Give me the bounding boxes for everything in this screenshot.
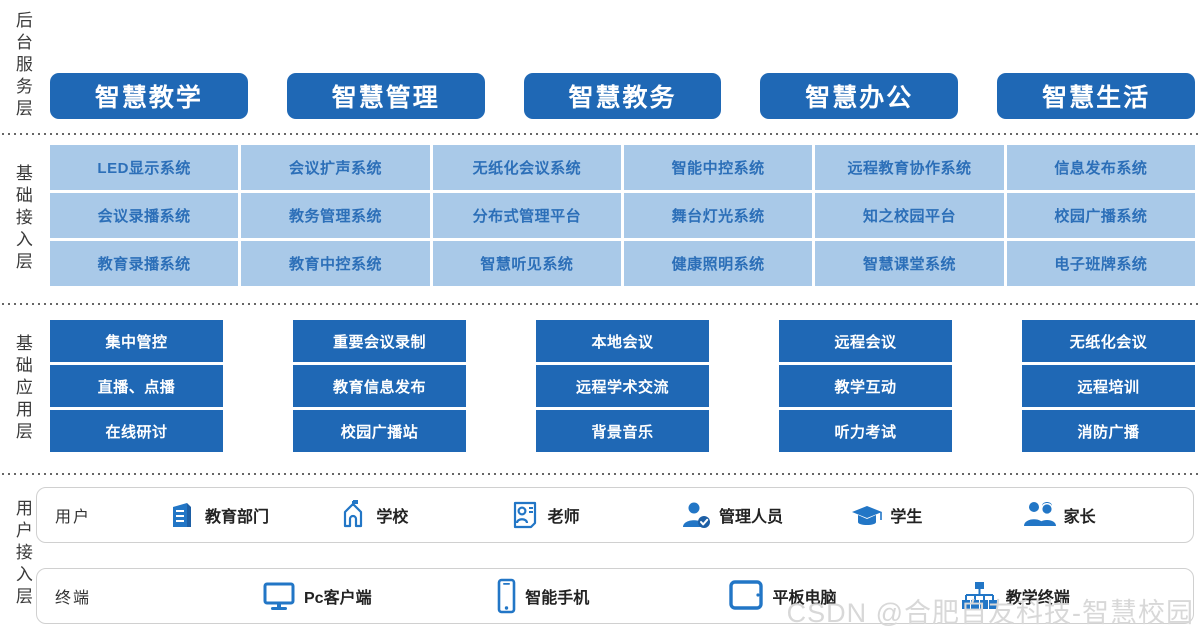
application-cell[interactable]: 校园广播站 <box>293 410 466 452</box>
user-item-label: 管理人员 <box>718 509 783 526</box>
access-cell[interactable]: 智能中控系统 <box>623 145 813 190</box>
layer-label-backend-service: 后台服务层 <box>0 0 44 132</box>
monitor-icon <box>260 579 298 613</box>
service-button-smart-life[interactable]: 智慧生活 <box>997 73 1195 119</box>
top-service-buttons: 智慧教学 智慧管理 智慧教务 智慧办公 智慧生活 <box>50 73 1195 119</box>
application-cell[interactable]: 重要会议录制 <box>293 320 466 362</box>
terminal-bar-items: Pc客户端 智能手机 <box>165 569 1193 623</box>
terminal-bar-title: 终端 <box>55 590 92 607</box>
graduation-cap-icon <box>850 498 884 532</box>
application-cell[interactable]: 远程会议 <box>779 320 952 362</box>
user-item-label: 学校 <box>376 509 409 526</box>
admin-check-icon <box>679 498 713 532</box>
terminal-item-label: Pc客户端 <box>304 590 372 607</box>
terminal-item-label: 教学终端 <box>1005 590 1070 607</box>
access-cell[interactable]: 舞台灯光系统 <box>623 193 813 238</box>
user-item-label: 家长 <box>1063 509 1096 526</box>
network-terminal-icon <box>960 579 1000 613</box>
basic-access-grid: LED显示系统 会议扩声系统 无纸化会议系统 智能中控系统 远程教育协作系统 信… <box>50 145 1195 286</box>
access-cell[interactable]: 电子班牌系统 <box>1006 241 1195 286</box>
layer-label-basic-access: 基础接入层 <box>0 136 44 302</box>
access-cell[interactable]: 无纸化会议系统 <box>432 145 621 190</box>
user-item-label: 教育部门 <box>205 509 270 526</box>
access-cell[interactable]: 教育录播系统 <box>50 241 239 286</box>
parents-icon <box>1022 498 1058 532</box>
terminal-access-bar: 终端 Pc客户端 <box>36 568 1194 624</box>
layer-label-text: 基础接入层 <box>12 164 32 274</box>
access-cell[interactable]: 知之校园平台 <box>815 193 1004 238</box>
access-cell[interactable]: 教务管理系统 <box>241 193 430 238</box>
user-item-administrator[interactable]: 管理人员 <box>679 488 850 542</box>
application-cell[interactable]: 在线研讨 <box>50 410 223 452</box>
access-cell[interactable]: 会议录播系统 <box>50 193 239 238</box>
service-button-smart-management[interactable]: 智慧管理 <box>286 73 485 119</box>
user-item-student[interactable]: 学生 <box>850 488 1021 542</box>
application-cell[interactable]: 本地会议 <box>536 320 709 362</box>
terminal-item-label: 智能手机 <box>525 590 590 607</box>
access-cell[interactable]: 会议扩声系统 <box>241 145 430 190</box>
layer-label-text: 后台服务层 <box>12 11 32 121</box>
basic-application-grid: 集中管控 重要会议录制 本地会议 远程会议 无纸化会议 直播、点播 教育信息发布… <box>50 320 1195 452</box>
application-cell[interactable]: 直播、点播 <box>50 365 223 407</box>
application-cell[interactable]: 教学互动 <box>779 365 952 407</box>
divider-backend-access <box>0 133 1200 135</box>
application-cell[interactable]: 背景音乐 <box>536 410 709 452</box>
terminal-item-label: 平板电脑 <box>772 590 837 607</box>
terminal-item-tablet[interactable]: 平板电脑 <box>727 569 960 623</box>
access-cell[interactable]: 分布式管理平台 <box>432 193 621 238</box>
access-cell[interactable]: 智慧课堂系统 <box>815 241 1004 286</box>
access-cell[interactable]: 信息发布系统 <box>1006 145 1195 190</box>
terminal-item-pc-client[interactable]: Pc客户端 <box>260 569 493 623</box>
divider-access-application <box>0 303 1200 305</box>
school-icon <box>336 498 370 532</box>
terminal-item-teaching-terminal[interactable]: 教学终端 <box>960 569 1193 623</box>
application-cell[interactable]: 听力考试 <box>779 410 952 452</box>
access-cell[interactable]: LED显示系统 <box>50 145 239 190</box>
tablet-icon <box>727 579 767 613</box>
building-icon <box>165 498 199 532</box>
access-cell[interactable]: 智慧听见系统 <box>432 241 621 286</box>
user-item-label: 学生 <box>890 509 923 526</box>
service-button-smart-academic[interactable]: 智慧教务 <box>523 73 722 119</box>
user-item-label: 老师 <box>547 509 580 526</box>
access-cell[interactable]: 健康照明系统 <box>623 241 813 286</box>
access-cell[interactable]: 校园广播系统 <box>1006 193 1195 238</box>
layer-label-text: 基础应用层 <box>12 334 32 444</box>
user-access-bar: 用户 教育部门 <box>36 487 1194 543</box>
application-cell[interactable]: 无纸化会议 <box>1022 320 1195 362</box>
application-cell[interactable]: 消防广播 <box>1022 410 1195 452</box>
smartphone-icon <box>493 578 519 614</box>
user-item-education-dept[interactable]: 教育部门 <box>165 488 336 542</box>
access-cell[interactable]: 教育中控系统 <box>241 241 430 286</box>
user-item-teacher[interactable]: 老师 <box>508 488 679 542</box>
application-cell[interactable]: 集中管控 <box>50 320 223 362</box>
user-bar-title: 用户 <box>55 509 92 526</box>
user-item-parent[interactable]: 家长 <box>1022 488 1193 542</box>
service-button-smart-teaching[interactable]: 智慧教学 <box>50 73 248 119</box>
terminal-item-smartphone[interactable]: 智能手机 <box>493 569 726 623</box>
application-cell[interactable]: 教育信息发布 <box>293 365 466 407</box>
service-button-smart-office[interactable]: 智慧办公 <box>760 73 959 119</box>
layer-label-user-access: 用户接入层 <box>0 476 44 632</box>
application-cell[interactable]: 远程学术交流 <box>536 365 709 407</box>
application-cell[interactable]: 远程培训 <box>1022 365 1195 407</box>
user-item-school[interactable]: 学校 <box>336 488 507 542</box>
layer-label-basic-application: 基础应用层 <box>0 306 44 472</box>
user-bar-items: 教育部门 学校 <box>165 488 1193 542</box>
layer-label-text: 用户接入层 <box>12 499 32 609</box>
teacher-badge-icon <box>508 498 542 532</box>
access-cell[interactable]: 远程教育协作系统 <box>815 145 1004 190</box>
divider-application-user <box>0 473 1200 475</box>
